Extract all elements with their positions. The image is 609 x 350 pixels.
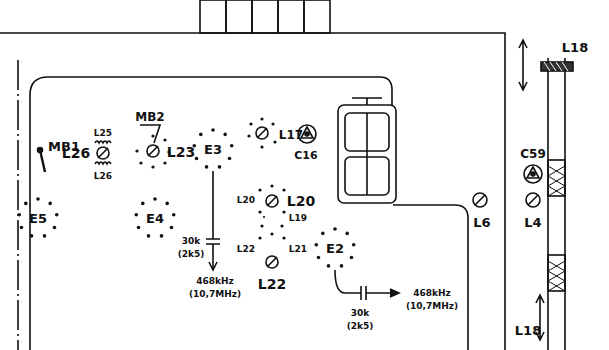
- part-label: L22: [237, 245, 255, 254]
- tube-socket: E2: [313, 226, 357, 270]
- part-label: (10,7MHz): [406, 302, 458, 311]
- part-label: L26: [94, 172, 112, 181]
- part-label: L18: [562, 41, 588, 54]
- part-label: L20: [287, 194, 315, 208]
- part-label: L18: [515, 324, 541, 337]
- part-label: L17: [279, 129, 303, 141]
- socket-label: E5: [29, 212, 47, 225]
- part-label: L6: [473, 216, 490, 229]
- part-label: L25: [94, 129, 112, 138]
- tube-socket: E3: [191, 127, 235, 171]
- part-label: L20: [237, 196, 255, 205]
- socket-label: E3: [204, 143, 222, 156]
- part-label: 468kHz: [413, 289, 451, 298]
- part-label: (10,7MHz): [189, 290, 241, 299]
- part-label: MB1: [48, 140, 80, 153]
- part-label: (2k5): [347, 322, 374, 331]
- tube-socket: E5: [16, 196, 60, 240]
- socket-label: E4: [146, 212, 164, 225]
- part-label: L21: [289, 245, 307, 254]
- part-label: C16: [294, 150, 317, 161]
- part-label: 30k: [351, 309, 370, 318]
- part-label: L22: [258, 277, 286, 291]
- part-label: 468kHz: [196, 277, 234, 286]
- part-label: L23: [167, 145, 195, 159]
- part-label: MB2: [135, 111, 164, 123]
- tube-socket: E4: [133, 196, 177, 240]
- part-label: (2k5): [178, 250, 205, 259]
- socket-label: E2: [326, 242, 344, 255]
- part-label: L19: [289, 214, 307, 223]
- part-label: L4: [524, 216, 541, 229]
- part-label: C59: [520, 148, 546, 160]
- part-label: 30k: [182, 237, 201, 246]
